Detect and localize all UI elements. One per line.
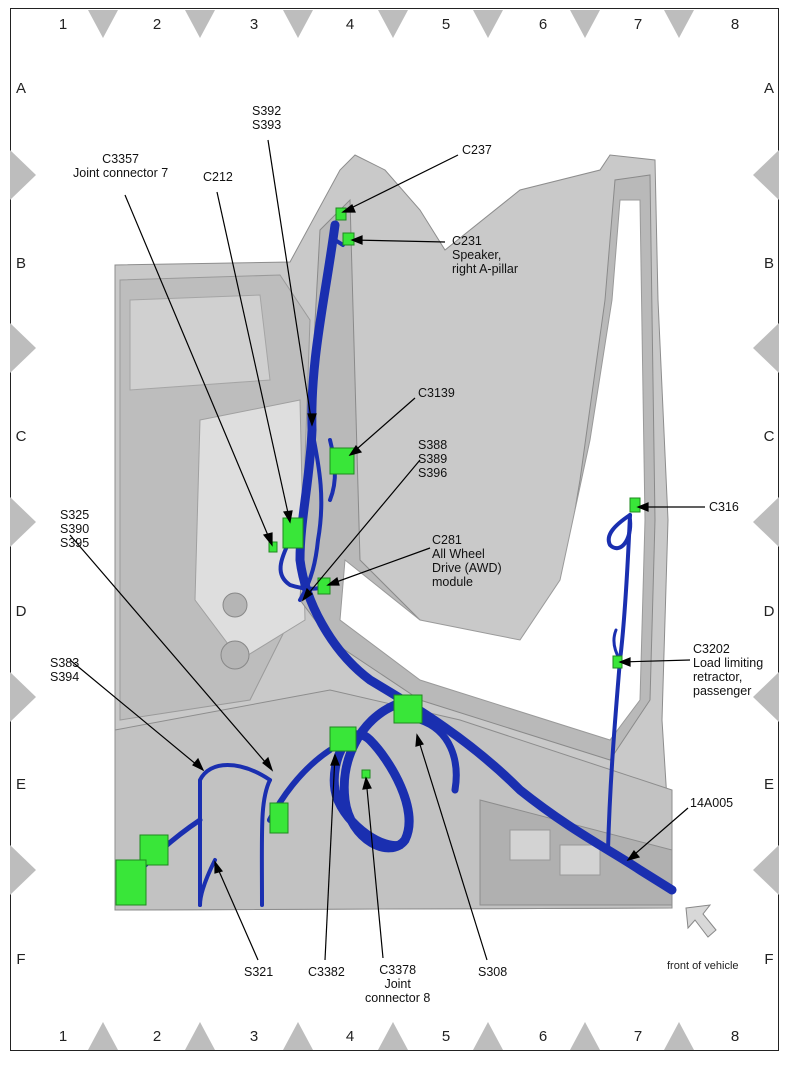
grid-row-a-right: A [763, 80, 774, 97]
connector-c231 [342, 232, 355, 246]
grid-col-8-top: 8 [730, 16, 740, 33]
callout-leaders [69, 139, 705, 961]
grid-row-e-right: E [763, 776, 774, 793]
callout-s321: S321 [244, 965, 274, 979]
grid-col-5-bottom: 5 [441, 1028, 451, 1045]
callout-c316: C316 [709, 500, 739, 514]
vehicle-body [114, 154, 673, 911]
connector-c237 [335, 207, 347, 221]
grid-col-4-top: 4 [345, 16, 355, 33]
connector-c281 [317, 577, 331, 595]
callout-c237: C237 [462, 143, 492, 157]
grid-row-f-left: F [16, 951, 26, 968]
grid-col-2-top: 2 [152, 16, 162, 33]
connector-s308-area [393, 694, 423, 724]
front-of-vehicle-arrow [685, 904, 717, 938]
connector-e3 [269, 802, 289, 834]
grid-col-1-top: 1 [58, 16, 68, 33]
grid-col-6-top: 6 [538, 16, 548, 33]
connector-c3357 [268, 541, 278, 553]
grid-row-b-right: B [763, 255, 774, 272]
connector-f1 [115, 859, 147, 906]
grid-row-c-left: C [15, 428, 27, 445]
connector-c3382 [329, 726, 357, 752]
grid-col-8-bottom: 8 [730, 1028, 740, 1045]
bottom-grid-markers [88, 1022, 694, 1050]
connector-c316 [629, 497, 641, 513]
grid-col-4-bottom: 4 [345, 1028, 355, 1045]
grid-row-a-left: A [15, 80, 26, 97]
grid-col-2-bottom: 2 [152, 1028, 162, 1045]
grid-col-3-bottom: 3 [249, 1028, 259, 1045]
callout-c3382: C3382 [308, 965, 345, 979]
grid-row-e-left: E [15, 776, 26, 793]
connectors [115, 207, 641, 906]
grid-col-6-bottom: 6 [538, 1028, 548, 1045]
grid-row-b-left: B [15, 255, 26, 272]
grid-col-7-top: 7 [633, 16, 643, 33]
connector-c212 [282, 517, 304, 549]
grid-col-1-bottom: 1 [58, 1028, 68, 1045]
grid-row-c-right: C [763, 428, 775, 445]
grid-col-3-top: 3 [249, 16, 259, 33]
callout-14a005: 14A005 [690, 796, 734, 810]
grid-row-f-right: F [764, 951, 774, 968]
callout-s308: S308 [478, 965, 508, 979]
grid-col-5-top: 5 [441, 16, 451, 33]
callout-c212: C212 [203, 170, 233, 184]
grid-row-d-left: D [15, 603, 27, 620]
top-grid-markers [88, 10, 694, 38]
right-grid-markers [753, 150, 779, 895]
connector-c3139 [329, 447, 355, 475]
grid-col-7-bottom: 7 [633, 1028, 643, 1045]
grid-row-d-right: D [763, 603, 775, 620]
front-of-vehicle-label: front of vehicle [667, 960, 739, 972]
callout-c3139: C3139 [418, 386, 455, 400]
left-grid-markers [10, 150, 36, 895]
